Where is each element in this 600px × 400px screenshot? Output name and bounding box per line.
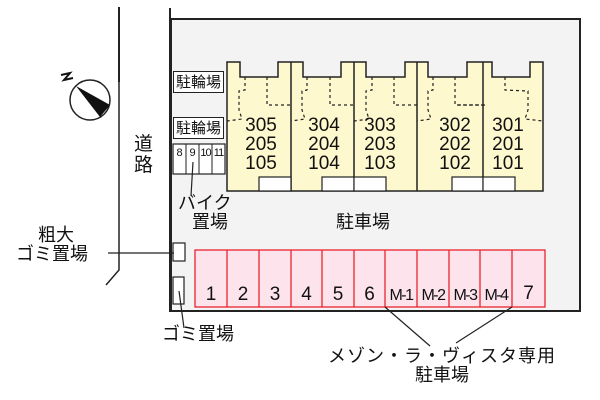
unit-column-1: 301 201 101 (492, 115, 524, 174)
bike-slot: 11 (213, 147, 224, 159)
bike-slot: 8 (176, 147, 183, 159)
road-label: 道 路 (134, 133, 154, 176)
bicycle-parking-2: 駐輪場 (173, 117, 224, 139)
parking-space-m1: M-1 (389, 287, 414, 304)
garbage-box (172, 276, 185, 305)
garbage-label: ゴミ置場 (162, 324, 234, 345)
parking-space-2: 2 (237, 284, 249, 305)
road-edge-line (105, 8, 120, 286)
north-arrow-icon (60, 71, 111, 121)
parking-space-m3: M-3 (453, 287, 478, 304)
parking-space-5: 5 (332, 284, 344, 305)
balcony-dashed-lines (226, 77, 544, 122)
parking-lot-label: 駐車場 (336, 212, 390, 233)
parking-space-7: 7 (523, 283, 534, 304)
bike-slot: 9 (189, 147, 196, 159)
unit-column-3: 303 203 103 (364, 115, 396, 174)
oversized-garbage-box (172, 242, 186, 262)
oversized-garbage-label: 粗大 ゴミ置場 (16, 225, 88, 265)
parking-space-3: 3 (269, 284, 281, 305)
parking-space-m2: M-2 (421, 287, 446, 304)
bicycle-parking-1: 駐輪場 (173, 71, 224, 93)
parking-space-1: 1 (205, 284, 217, 305)
parking-space-6: 6 (364, 284, 375, 305)
dedicated-parking-note: メゾン・ラ・ヴィスタ専用 駐車場 (328, 346, 556, 386)
parking-space-4: 4 (301, 284, 312, 305)
bike-slot: 10 (200, 147, 211, 159)
parking-row (194, 249, 546, 308)
unit-column-5: 305 205 105 (245, 115, 277, 174)
motorbike-parking-label: バイク 置場 (178, 193, 232, 233)
building-outline (226, 61, 544, 192)
unit-column-2: 302 202 102 (439, 115, 471, 174)
unit-column-4: 304 204 104 (308, 115, 340, 174)
parking-space-m4: M-4 (484, 287, 509, 304)
